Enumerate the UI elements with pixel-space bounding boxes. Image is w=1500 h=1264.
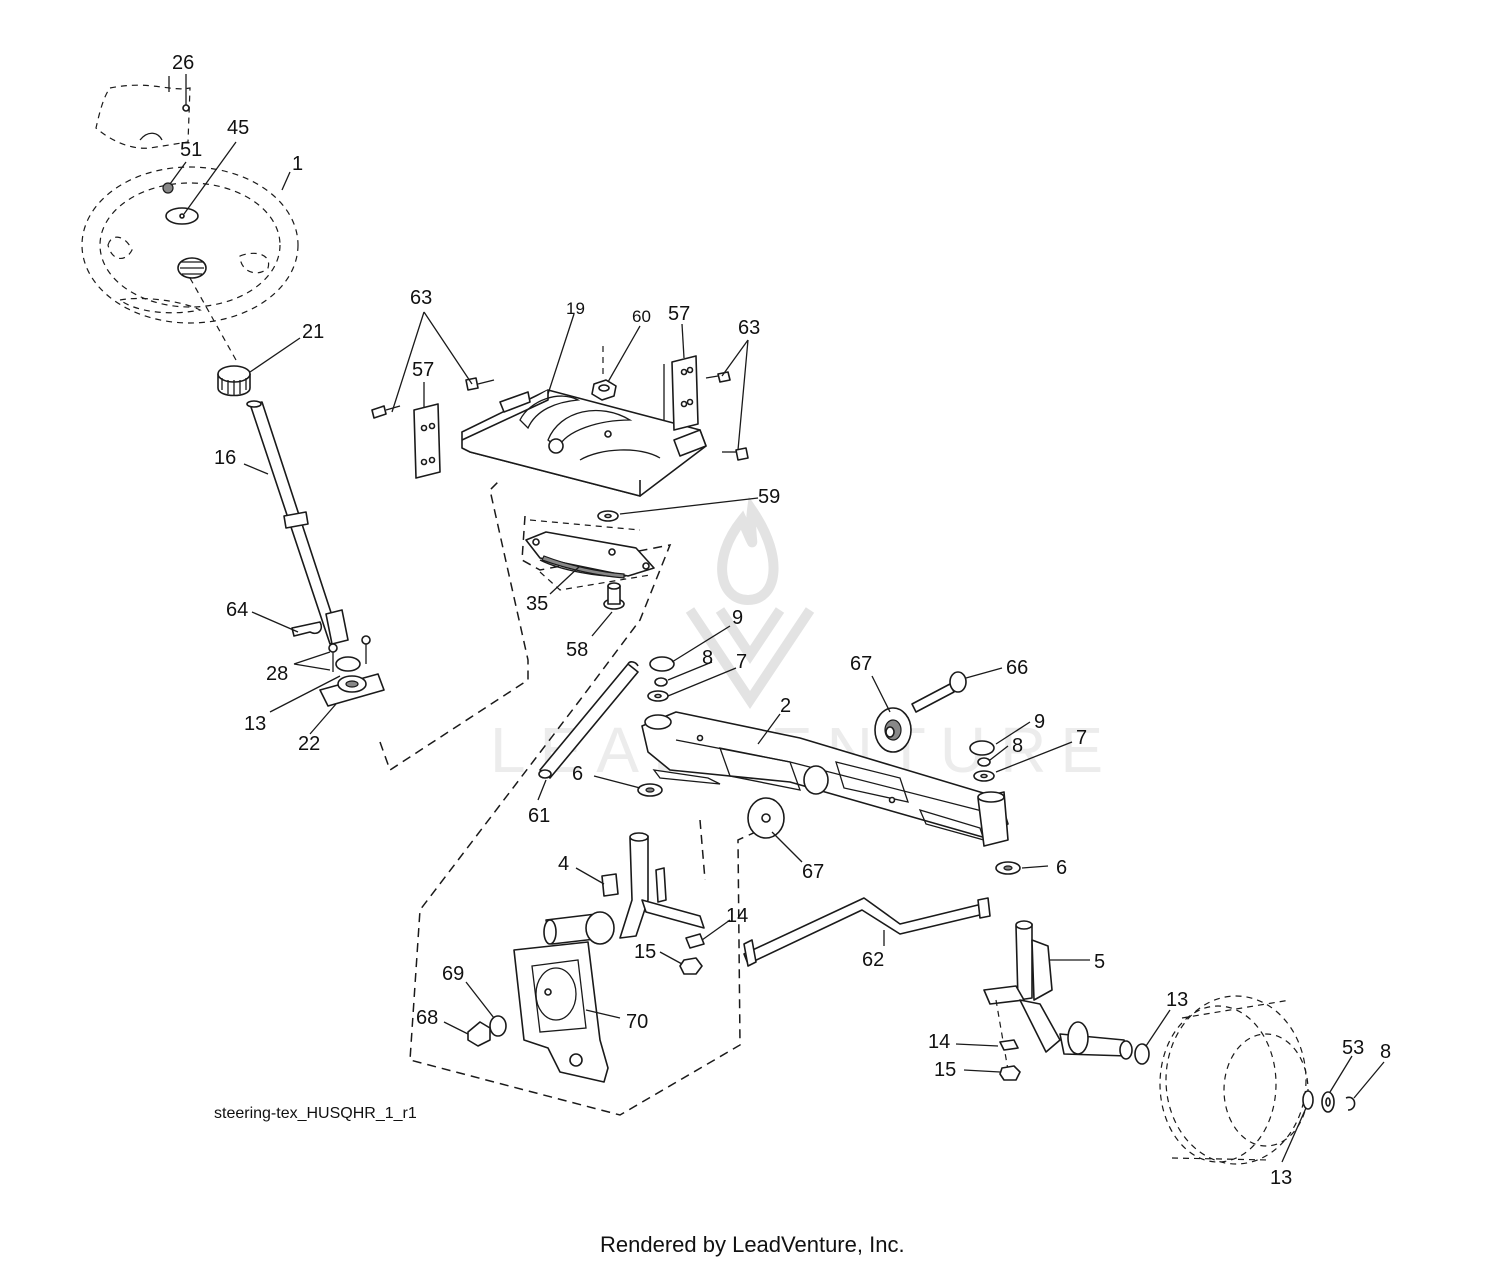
callout-1: 1	[292, 153, 303, 175]
callout-57-left: 57	[412, 359, 434, 381]
right-spindle-hardware-part	[969, 740, 1021, 875]
sector-bolt-part	[603, 582, 625, 610]
bracket-bolt-washer-part	[467, 1015, 507, 1047]
steering-wheel-part	[81, 166, 299, 361]
left-bracket-part	[413, 403, 441, 479]
pivot-washer-lower-part	[747, 797, 785, 839]
pivot-bolt-part	[911, 671, 967, 713]
callout-59: 59	[758, 486, 780, 508]
callout-57-right: 57	[668, 303, 690, 325]
callout-16: 16	[214, 447, 236, 469]
callout-7-right: 7	[1076, 727, 1087, 749]
render-credit-footer: Rendered by LeadVenture, Inc.	[600, 1232, 905, 1257]
sector-gear-part	[525, 531, 655, 579]
sector-washer-part	[597, 510, 619, 522]
callout-58: 58	[566, 639, 588, 661]
drag-link-part	[538, 661, 639, 779]
right-spindle-nut-part	[995, 999, 1021, 1081]
callout-7-left: 7	[736, 651, 747, 673]
wheel-washers-part	[1134, 1043, 1356, 1113]
left-spindle-hardware-part	[637, 656, 675, 797]
callout-8-right: 8	[1012, 735, 1023, 757]
right-spindle-part	[983, 920, 1133, 1060]
callout-5: 5	[1094, 951, 1105, 973]
callout-66: 66	[1006, 657, 1028, 679]
column-to-plate-dashline	[379, 479, 529, 772]
callout-68: 68	[416, 1007, 438, 1029]
callout-13-hub: 13	[1166, 989, 1188, 1011]
callout-69: 69	[442, 963, 464, 985]
callout-6-left: 6	[572, 763, 583, 785]
callout-67-upper: 67	[850, 653, 872, 675]
steering-gear-hub-part	[217, 365, 251, 397]
callout-labels: 26 45 51 1 21 16 64 28 13 22 63 57 19 60…	[172, 52, 1391, 1189]
support-bracket-part	[513, 941, 609, 1083]
hood-panel-part	[95, 74, 191, 149]
callout-9-right: 9	[1034, 711, 1045, 733]
pivot-washer-upper-part	[874, 707, 912, 753]
callout-62: 62	[862, 949, 884, 971]
callout-6-right: 6	[1056, 857, 1067, 879]
callout-8-left: 8	[702, 647, 713, 669]
right-bracket-part	[663, 355, 699, 431]
callout-21: 21	[302, 321, 324, 343]
sector-group-dashline	[409, 515, 761, 1116]
sector-ghost-line	[529, 519, 651, 591]
bearing-flange-part	[319, 635, 385, 707]
callout-14-left: 14	[726, 905, 748, 927]
callout-9-left: 9	[732, 607, 743, 629]
callout-8-wheel: 8	[1380, 1041, 1391, 1063]
callout-53: 53	[1342, 1037, 1364, 1059]
callout-19: 19	[566, 299, 585, 318]
callout-60: 60	[632, 307, 651, 326]
callout-13-flange: 13	[244, 713, 266, 735]
callout-15-left: 15	[634, 941, 656, 963]
callout-13-wheel: 13	[1270, 1167, 1292, 1189]
callout-15-right: 15	[934, 1059, 956, 1081]
callout-14-right: 14	[928, 1031, 950, 1053]
left-spindle-nut-part	[679, 933, 705, 975]
steering-plate-part	[461, 389, 707, 497]
callout-67-lower: 67	[802, 861, 824, 883]
diagram-caption: steering-tex_HUSQHR_1_r1	[214, 1105, 417, 1122]
callout-63-left: 63	[410, 287, 432, 309]
steering-shaft-part	[246, 400, 349, 645]
callout-51: 51	[180, 139, 202, 161]
callout-35: 35	[526, 593, 548, 615]
callout-45: 45	[227, 117, 249, 139]
callout-28: 28	[266, 663, 288, 685]
callout-70: 70	[626, 1011, 648, 1033]
tie-rod-part	[743, 897, 991, 967]
front-axle-part	[641, 711, 1009, 847]
callout-64: 64	[226, 599, 248, 621]
callout-leaders	[168, 76, 1385, 1163]
callout-2: 2	[780, 695, 791, 717]
callout-61: 61	[528, 805, 550, 827]
callout-22: 22	[298, 733, 320, 755]
callout-26: 26	[172, 52, 194, 74]
callout-63-right: 63	[738, 317, 760, 339]
cotter-pin-part	[291, 621, 323, 637]
front-wheel-part	[1159, 995, 1309, 1165]
callout-4: 4	[558, 853, 569, 875]
plate-nut-part	[591, 346, 617, 401]
left-spindle-part	[543, 832, 705, 945]
